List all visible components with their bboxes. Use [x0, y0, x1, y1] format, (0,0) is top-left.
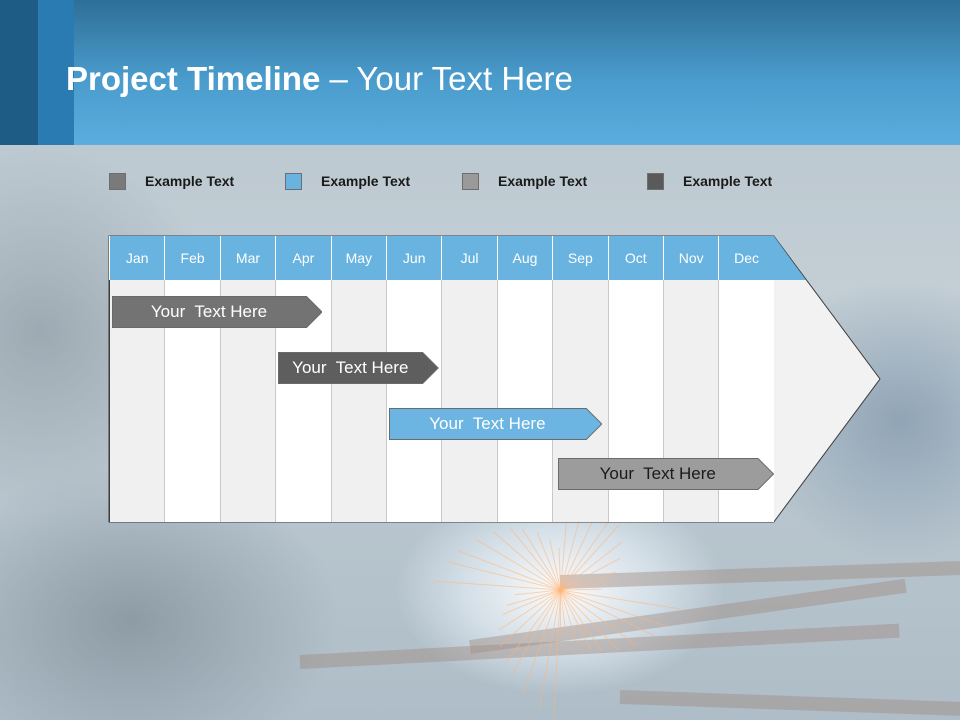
timeline-arrow-header-tip	[773, 236, 806, 280]
task-bar-arrow	[388, 408, 603, 440]
task-bar[interactable]: Your Text Here	[388, 408, 603, 440]
month-column	[164, 236, 220, 522]
banner-stripe-dark	[0, 0, 38, 145]
task-bar-arrow	[111, 296, 323, 328]
month-header-nov: Nov	[663, 236, 719, 280]
month-column	[496, 236, 553, 522]
legend-label: Example Text	[321, 173, 411, 189]
legend-item: Example Text	[109, 171, 234, 191]
month-header-oct: Oct	[607, 236, 663, 280]
page-title-bold: Project Timeline	[66, 60, 321, 97]
month-header-jan: Jan	[109, 236, 165, 280]
month-column	[109, 236, 165, 522]
month-header-apr: Apr	[275, 236, 331, 280]
legend-swatch	[285, 172, 302, 190]
month-column	[219, 236, 276, 522]
task-bar[interactable]: Your Text Here	[557, 458, 774, 490]
banner-stripe-medium	[38, 0, 74, 145]
month-header-sep: Sep	[552, 236, 608, 280]
task-bar-shape	[557, 458, 774, 490]
page-title-rest: – Your Text Here	[320, 60, 573, 97]
task-bar-label: Your Text Here	[292, 358, 409, 377]
legend-item: Example Text	[462, 171, 587, 191]
task-bar-shape	[277, 352, 439, 384]
month-header-jul: Jul	[441, 236, 497, 280]
month-header-feb: Feb	[164, 236, 220, 280]
page-title: Project Timeline – Your Text Here	[66, 60, 573, 98]
legend-swatch	[109, 172, 126, 190]
month-header-dec: Dec	[718, 236, 774, 280]
task-bar-shape	[388, 408, 603, 440]
month-header-may: May	[330, 236, 386, 280]
task-bar-label: Your Text Here	[599, 464, 716, 483]
title-banner: Project Timeline – Your Text Here	[0, 0, 960, 145]
legend-label: Example Text	[498, 173, 588, 189]
task-bar[interactable]: Your Text Here	[111, 296, 323, 328]
task-bar-label: Your Text Here	[429, 414, 546, 433]
task-bar-arrow	[277, 352, 439, 384]
month-header-aug: Aug	[496, 236, 553, 280]
month-column	[441, 236, 497, 522]
task-bar[interactable]: Your Text Here	[277, 352, 439, 384]
month-header-mar: Mar	[219, 236, 276, 280]
legend-swatch	[647, 172, 664, 190]
legend-label: Example Text	[683, 173, 773, 189]
legend-item: Example Text	[647, 171, 772, 191]
month-header-jun: Jun	[386, 236, 442, 280]
legend-label: Example Text	[145, 173, 235, 189]
task-bar-arrow	[557, 458, 774, 490]
legend-item: Example Text	[285, 171, 410, 191]
task-bar-label: Your Text Here	[150, 302, 268, 321]
legend-swatch	[462, 172, 479, 190]
task-bar-shape	[111, 296, 323, 328]
background-spark	[560, 590, 561, 630]
